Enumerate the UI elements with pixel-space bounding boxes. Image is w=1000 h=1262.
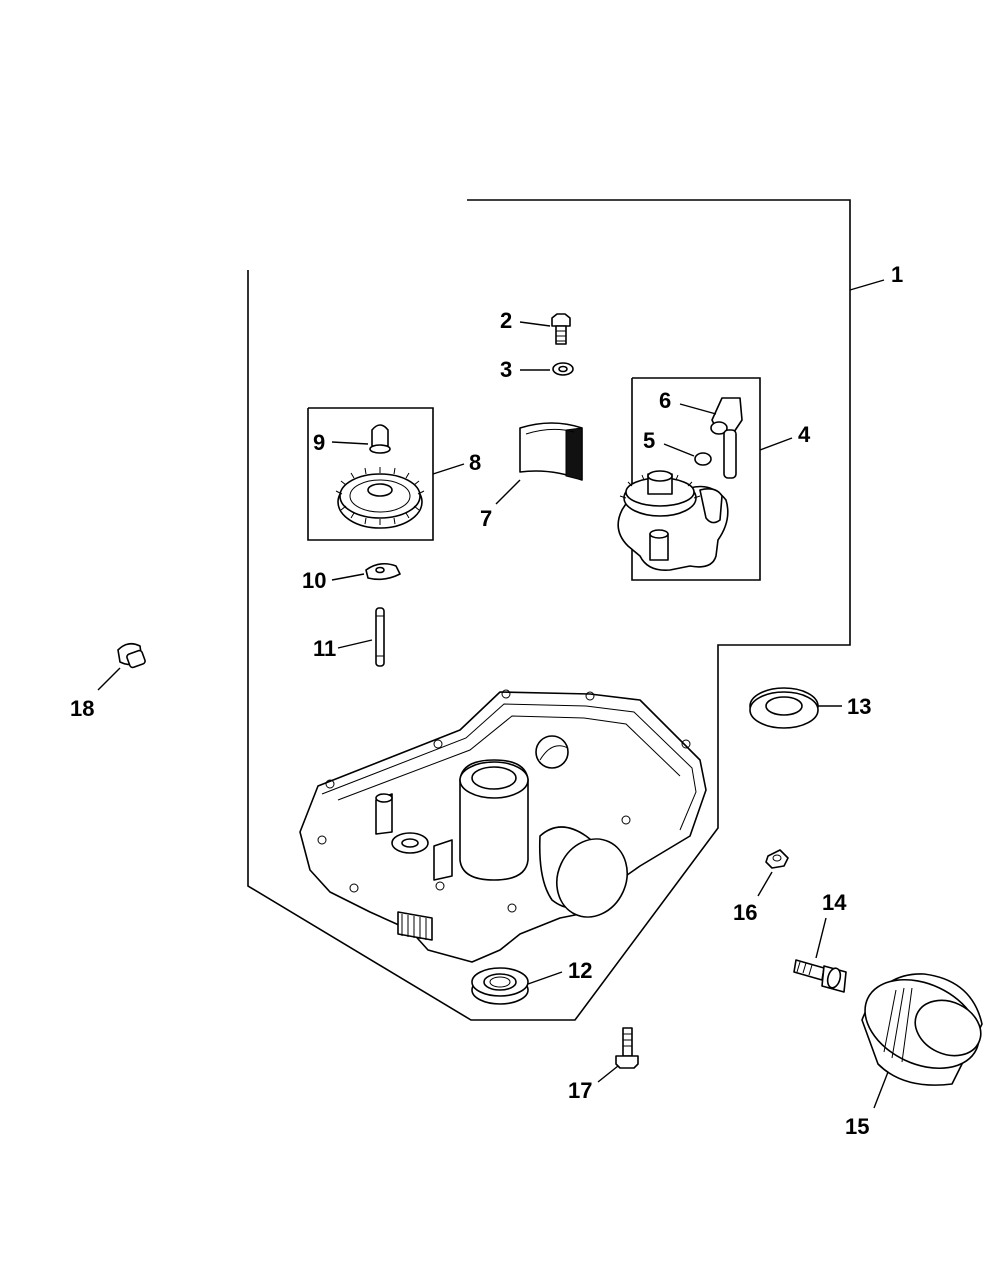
assembly-1-boundary [247,199,851,1021]
leader-10 [331,573,365,581]
fitting-part-6 [710,397,743,479]
leader-11 [337,639,373,649]
callout-5: 5 [643,428,655,453]
callout-7: 7 [480,506,492,531]
callout-9: 9 [313,430,325,455]
leader-7 [495,479,521,505]
callout-17: 17 [568,1078,592,1103]
seal-part-13 [749,687,819,729]
callout-8: 8 [469,450,481,475]
oil-pump-part-4 [617,470,729,572]
leader-17 [597,1065,619,1083]
bolt-part-2 [551,313,571,345]
callout-4: 4 [798,422,811,447]
washer-part-3 [552,362,574,376]
shaft-part-11 [375,607,385,667]
callout-1: 1 [891,262,903,287]
spacer-part-10 [365,562,401,581]
callout-11: 11 [313,636,336,661]
leader-12 [527,971,563,985]
leader-14 [815,917,827,959]
leader-16 [757,871,773,897]
leader-1 [849,279,885,291]
closure-plate [299,689,707,963]
leader-18 [97,667,121,691]
leader-8 [432,463,465,475]
oil-filter-part-15 [861,973,983,1086]
stud-part-14 [793,959,847,993]
callout-16: 16 [733,900,757,925]
o-ring-part-5 [694,452,712,466]
pin-part-9 [369,424,391,454]
callout-14: 14 [822,890,847,915]
callout-6: 6 [659,388,671,413]
leader-5 [663,443,695,457]
drain-plug-part-18 [117,642,146,669]
leader-9 [331,441,369,445]
seal-part-12 [471,967,529,1005]
callout-10: 10 [302,568,326,593]
callout-2: 2 [500,308,512,333]
bearing-insert-part-7 [519,422,583,481]
leader-6 [679,403,717,415]
callout-15: 15 [845,1114,869,1139]
plug-part-16 [765,849,789,869]
callout-12: 12 [568,958,592,983]
callout-3: 3 [500,357,512,382]
assembly-8-boundary [307,407,434,541]
leader-2 [519,321,551,327]
governor-gear-part-8 [335,467,425,529]
callout-18: 18 [70,696,94,721]
leader-4 [759,437,793,451]
callout-13: 13 [847,694,871,719]
bolt-part-17 [615,1027,639,1069]
leader-15 [873,1071,889,1109]
